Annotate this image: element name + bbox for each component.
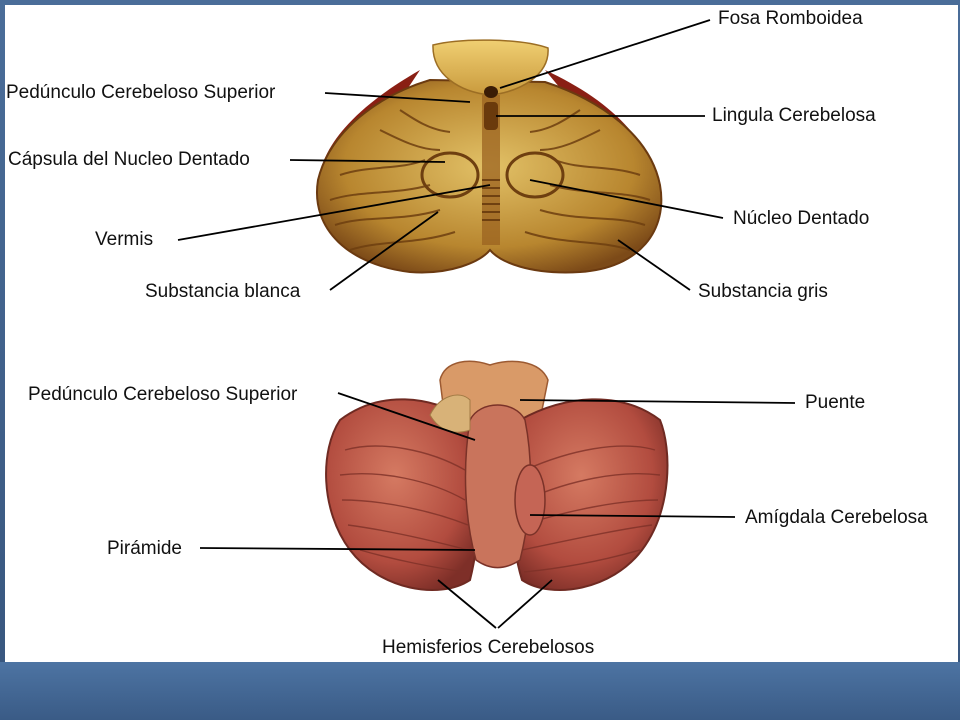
vermis-column	[482, 95, 500, 245]
line-hemisferio-right	[497, 579, 553, 629]
folia	[329, 109, 651, 251]
label-pedunculo-superior-bottom: Pedúnculo Cerebeloso Superior	[28, 384, 298, 405]
label-piramide: Pirámide	[107, 538, 182, 559]
label-puente: Puente	[805, 392, 866, 413]
nucleo-dentado-right	[505, 151, 565, 199]
fosa-dot	[484, 86, 498, 98]
cerebellum-external	[325, 360, 669, 591]
label-fosa-romboidea: Fosa Romboidea	[718, 8, 863, 29]
label-nucleo-dentado: Núcleo Dentado	[733, 208, 870, 229]
vermis-striae	[482, 179, 500, 221]
peduncle-left	[429, 394, 471, 433]
label-capsula: Cápsula del Nucleo Dentado	[8, 149, 250, 170]
line-amigdala	[529, 514, 736, 518]
line-nucleo	[529, 179, 724, 219]
label-pedunculo-superior-top: Pedúnculo Cerebeloso Superior	[6, 82, 276, 103]
line-blanca	[329, 211, 439, 291]
label-amigdala: Amígdala Cerebelosa	[745, 507, 928, 528]
label-substancia-gris: Substancia gris	[698, 281, 828, 302]
slide-bottom-bar	[0, 662, 960, 720]
line-vermis	[177, 184, 491, 241]
line-pedunculo-bottom	[337, 392, 476, 441]
line-gris	[617, 239, 691, 291]
leader-lines	[177, 19, 796, 629]
line-capsula	[289, 159, 446, 163]
tonsil	[514, 464, 546, 536]
line-puente	[519, 399, 796, 404]
label-substancia-blanca: Substancia blanca	[145, 281, 301, 302]
label-lingula: Lingula Cerebelosa	[712, 105, 876, 126]
vermis-inferior	[464, 404, 532, 569]
line-hemisferio-left	[437, 579, 497, 629]
line-pedunculo-top	[324, 92, 471, 103]
line-piramide	[199, 547, 476, 551]
right-hemisphere	[509, 398, 669, 591]
label-hemisferios: Hemisferios Cerebelosos	[382, 637, 595, 658]
hemisphere-folia	[339, 445, 661, 573]
lingula-shape	[484, 102, 498, 130]
cerebellum-section	[315, 39, 663, 274]
nucleo-dentado-left	[420, 151, 480, 199]
line-fosa	[499, 19, 711, 89]
label-vermis: Vermis	[95, 229, 154, 250]
